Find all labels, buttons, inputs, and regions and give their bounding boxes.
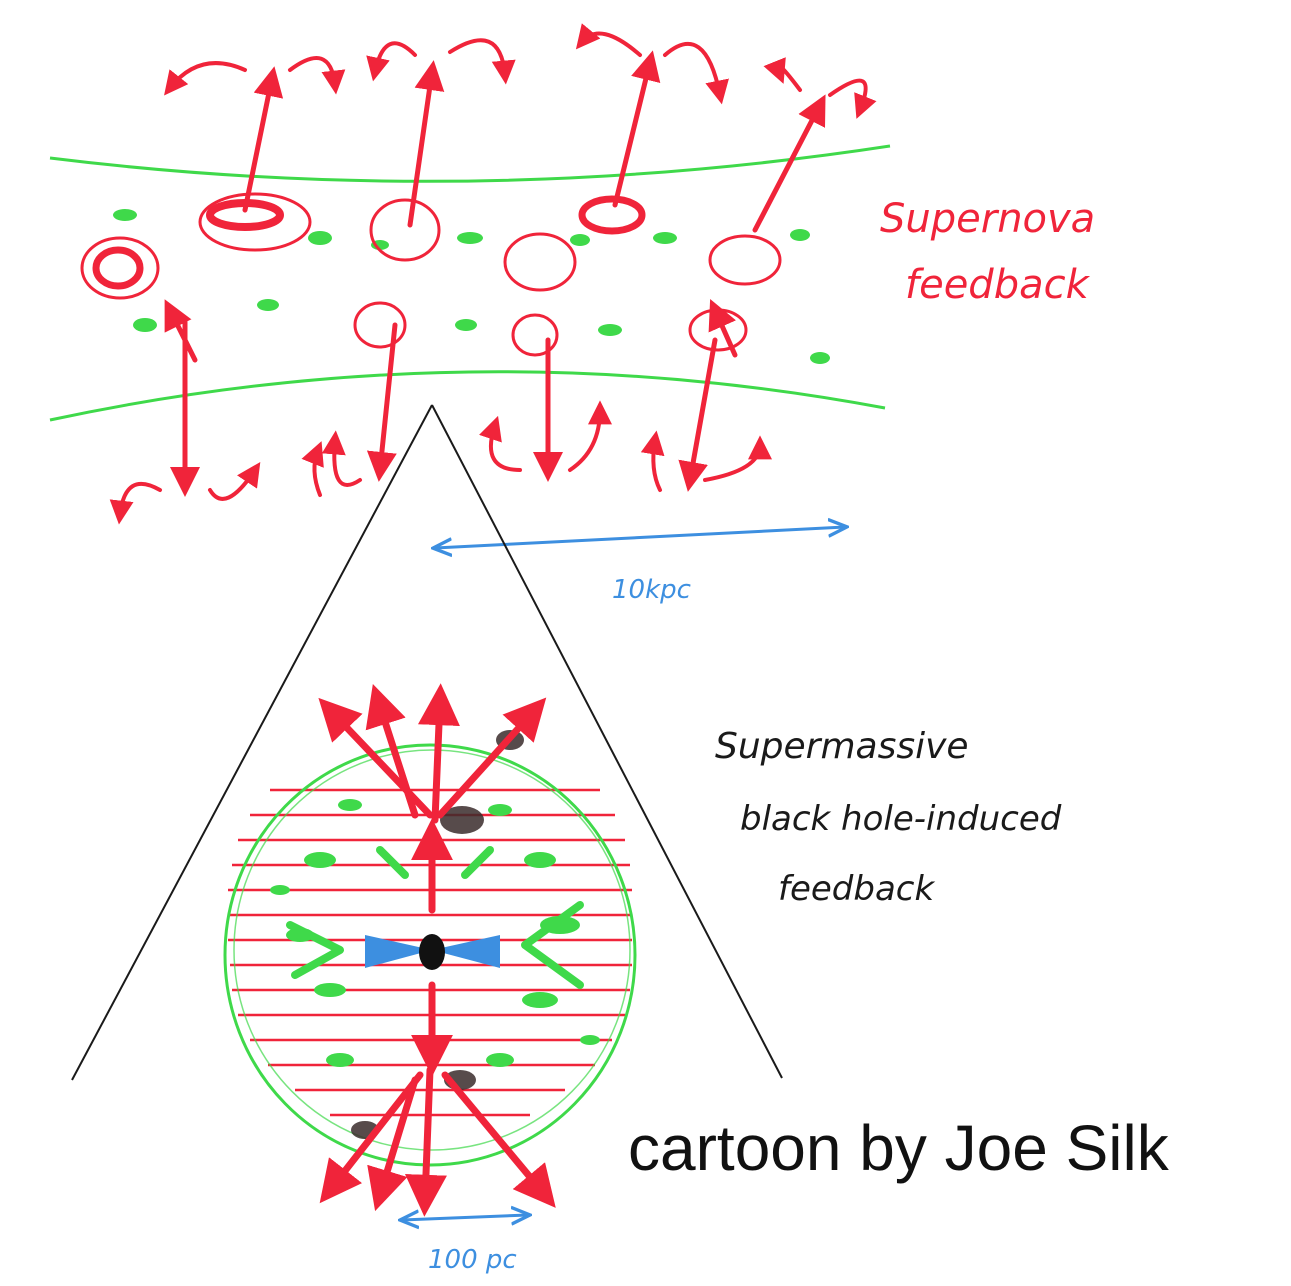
gas-clumps — [113, 209, 830, 364]
smbh-label-line2: black hole-induced — [740, 799, 1062, 839]
supernova-label-line2: feedback — [905, 262, 1091, 308]
supernova-label-line1: Supernova — [880, 196, 1095, 242]
supernova-outflow-arrows — [170, 62, 820, 485]
smbh-label-line3: feedback — [778, 869, 935, 909]
disk-lower-edge — [50, 372, 885, 420]
scale-bar-100pc — [402, 1215, 528, 1220]
turbulent-curls-bottom — [120, 410, 760, 515]
disk-upper-edge — [50, 146, 890, 181]
turbulent-curls-top — [170, 34, 866, 110]
agn-bulge-panel: Supermassive black hole-induced feedback… — [225, 700, 1062, 1275]
black-hole — [419, 934, 445, 970]
scale-label-10kpc: 10kpc — [612, 575, 691, 605]
zoom-cone — [72, 405, 782, 1080]
galactic-disk-panel: Supernova feedback 10kpc — [50, 34, 1095, 605]
scale-label-100pc: 100 pc — [428, 1245, 517, 1275]
credit-caption: cartoon by Joe Silk — [628, 1112, 1170, 1184]
smbh-label-line1: Supermassive — [715, 726, 969, 767]
